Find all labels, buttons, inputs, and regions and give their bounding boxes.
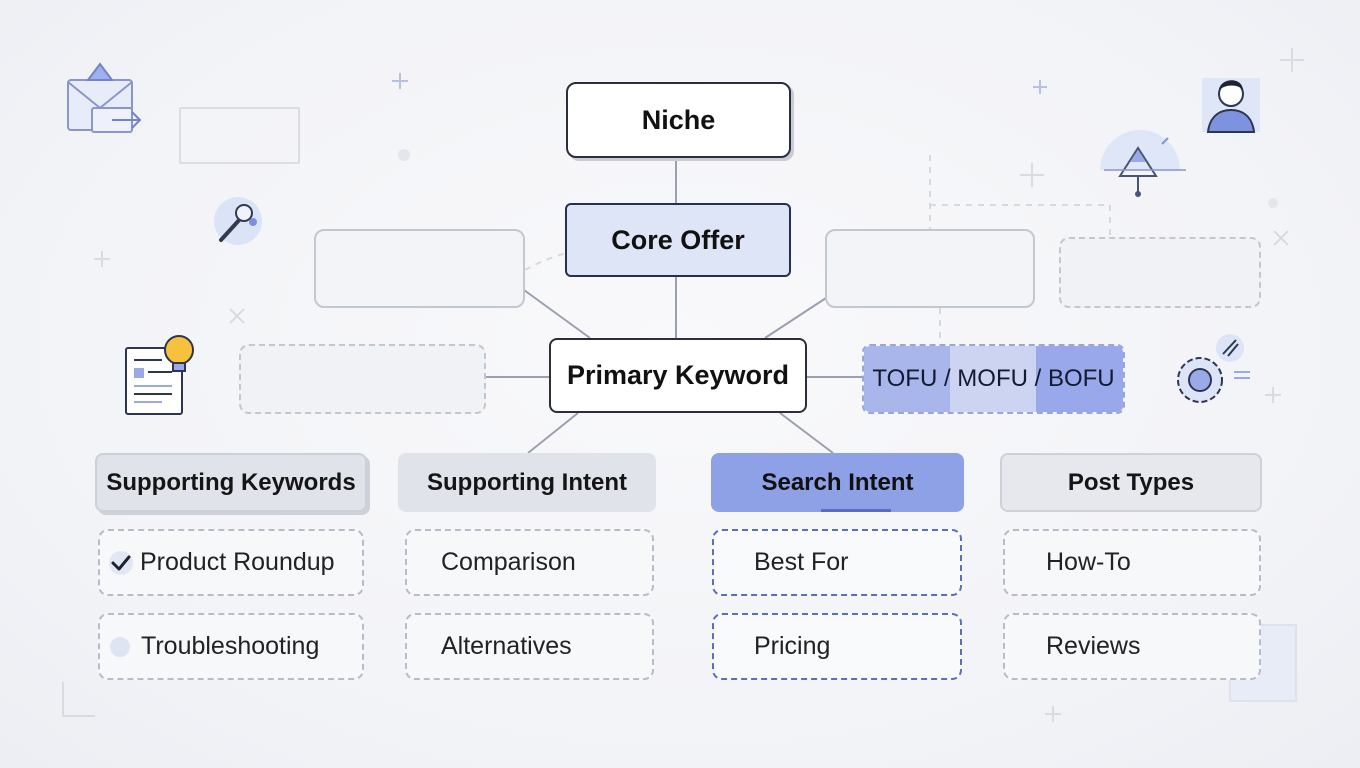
dot-icon: [110, 637, 130, 657]
niche-node[interactable]: Niche: [566, 82, 791, 158]
item-label: Reviews: [1046, 632, 1141, 660]
active-underline: [821, 509, 891, 512]
column-title: Search Intent: [761, 468, 914, 496]
funnel-tofu-segment: [864, 346, 950, 412]
faint-path-right: [930, 204, 1111, 240]
niche-label: Niche: [641, 104, 716, 135]
gear-rocket-icon: [1177, 334, 1250, 403]
placeholder-box-right: [825, 229, 1035, 308]
column-title: Supporting Keywords: [106, 468, 356, 496]
item-label: How-To: [1046, 548, 1131, 576]
item-how-to[interactable]: How-To: [1003, 529, 1261, 596]
envelope-icon: [67, 62, 142, 133]
column-title: Post Types: [1067, 468, 1195, 496]
funnel-stage-label: TOFU / MOFU / BOFU: [872, 365, 1115, 392]
column-header-post-types[interactable]: Post Types: [1000, 453, 1262, 512]
core-offer-node[interactable]: Core Offer: [565, 203, 791, 277]
supporting-intent-connector: [527, 412, 579, 454]
search-intent-connector: [779, 412, 834, 454]
mountain-cloud-icon: [1100, 130, 1186, 197]
core-offer-label: Core Offer: [611, 224, 745, 255]
faint-curve-left: [524, 239, 641, 271]
right-ghost-connector: [764, 297, 827, 339]
item-label: Pricing: [754, 632, 831, 660]
primary-keyword-node[interactable]: Primary Keyword: [549, 338, 807, 413]
placeholder-box-mid-left: [239, 344, 486, 414]
item-troubleshooting[interactable]: Troubleshooting: [98, 613, 364, 680]
item-label: Comparison: [441, 548, 576, 576]
checklist-lightbulb-icon: [125, 335, 194, 415]
item-label: Troubleshooting: [141, 632, 320, 660]
checkmark-icon: [109, 551, 133, 575]
item-reviews[interactable]: Reviews: [1003, 613, 1261, 680]
funnel-bofu-segment: [1036, 346, 1123, 412]
left-ghost-connector: [523, 289, 591, 339]
column-title: Supporting Intent: [427, 468, 627, 496]
placeholder-box-far-right: [1059, 237, 1261, 308]
funnel-mofu-segment: [950, 346, 1036, 412]
column-header-supporting-intent[interactable]: Supporting Intent: [398, 453, 656, 512]
person-avatar-icon: [1202, 78, 1260, 133]
funnel-stage-node[interactable]: [862, 344, 1125, 414]
item-pricing[interactable]: Pricing: [712, 613, 962, 680]
column-header-supporting-keywords[interactable]: Supporting Keywords: [95, 453, 367, 512]
item-comparison[interactable]: Comparison: [405, 529, 654, 596]
item-label: Product Roundup: [140, 548, 335, 576]
placeholder-box-left: [314, 229, 525, 308]
wrench-icon: [214, 197, 262, 245]
item-label: Best For: [754, 548, 849, 576]
corner-bracket: [62, 682, 95, 717]
item-alternatives[interactable]: Alternatives: [405, 613, 654, 680]
item-product-roundup[interactable]: Product Roundup: [98, 529, 364, 596]
item-best-for[interactable]: Best For: [712, 529, 962, 596]
column-header-search-intent[interactable]: Search Intent: [711, 453, 964, 512]
placeholder-box-top-left: [179, 107, 300, 164]
primary-keyword-label: Primary Keyword: [566, 360, 790, 390]
item-label: Alternatives: [441, 632, 572, 660]
